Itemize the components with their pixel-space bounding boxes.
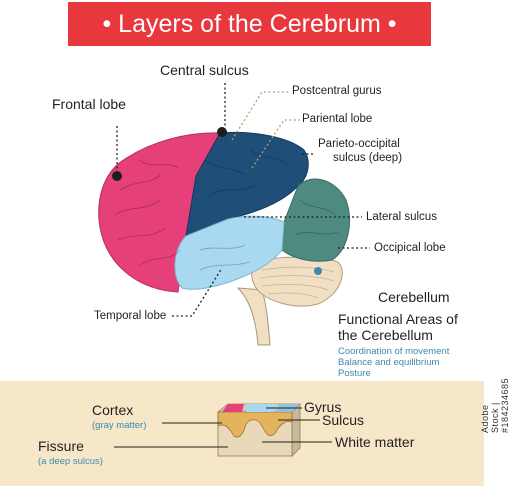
parieto-occipital-label-1: Parieto-occipital — [318, 138, 400, 150]
cerebellum-folds — [259, 266, 335, 299]
brainstem — [236, 287, 271, 346]
functional-item-coordination: Coordination of movement — [338, 346, 450, 357]
postcentral-gyrus-label: Postcentral gurus — [292, 85, 382, 97]
page-title: • Layers of the Cerebrum • — [102, 10, 397, 38]
central-sulcus-dot — [217, 127, 227, 137]
lateral-sulcus-label: Lateral sulcus — [366, 211, 437, 223]
frontal-lobe-label: Frontal lobe — [52, 96, 126, 112]
cerebellum-dot — [314, 267, 322, 275]
frontal-lobe-dot — [112, 171, 122, 181]
leader-lines — [116, 83, 370, 317]
cortex-label: Cortex — [92, 402, 134, 418]
cross-section-lines — [114, 407, 332, 448]
stock-id-text: Adobe Stock | #184234685 — [480, 377, 510, 433]
sulcus-label: Sulcus — [322, 412, 365, 428]
parieto-occipital-label-2: sulcus (deep) — [333, 152, 403, 164]
parietal-lobe-shape — [185, 131, 309, 237]
occipital-lobe-shape — [281, 178, 350, 262]
functional-item-posture: Posture — [338, 368, 371, 379]
leader-lines-tan — [231, 91, 300, 169]
title-banner: • Layers of the Cerebrum • — [68, 2, 431, 46]
temporal-lobe-shape — [174, 215, 285, 290]
temporal-lobe-label: Temporal lobe — [94, 310, 167, 322]
functional-item-balance: Balance and equilibrium — [338, 357, 440, 368]
occipital-lobe-label: Occipical lobe — [374, 242, 446, 254]
functional-areas-title-2: the Cerebellum — [338, 327, 433, 343]
functional-areas-title-1: Functional Areas of — [338, 311, 458, 327]
gyri-texture — [114, 149, 339, 271]
stock-strip — [484, 0, 500, 486]
gyrus-label: Gyrus — [304, 399, 342, 415]
fissure-label: Fissure — [38, 438, 84, 454]
frontal-lobe-shape — [98, 132, 221, 293]
central-sulcus-label: Central sulcus — [160, 62, 249, 78]
cerebellum-label: Cerebellum — [378, 289, 450, 305]
cortex-cross-section — [216, 403, 301, 457]
fissure-note: (a deep sulcus) — [38, 456, 103, 467]
cortex-note: (gray matter) — [92, 420, 147, 431]
white-matter-label: White matter — [335, 434, 415, 450]
parietal-lobe-label: Pariental lobe — [302, 113, 373, 125]
